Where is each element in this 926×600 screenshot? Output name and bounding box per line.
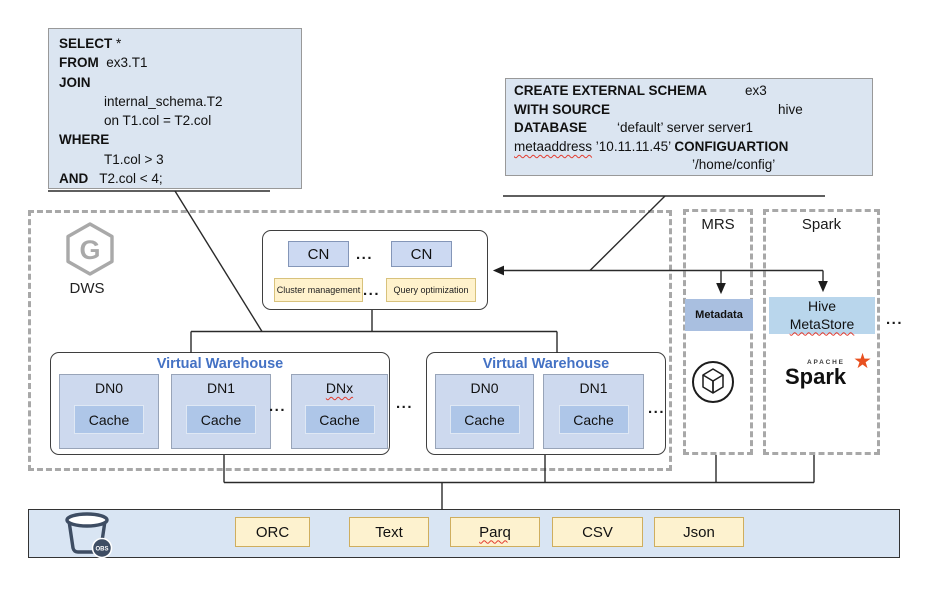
format-box-orc: ORC xyxy=(235,517,310,547)
dn-label: DNx xyxy=(325,380,354,396)
ellipsis: ... xyxy=(269,398,287,415)
dn-node: DNx Cache xyxy=(291,374,388,449)
sql-keyword: AND xyxy=(59,171,89,187)
sql-keyword: CREATE EXTERNAL SCHEMA xyxy=(514,83,708,98)
sql-text: on T1.col = T2.col xyxy=(104,113,212,129)
virtual-warehouse-title: Virtual Warehouse xyxy=(156,356,284,372)
hive-line: MetaStore xyxy=(789,315,855,332)
format-label: Json xyxy=(683,523,715,541)
sql-keyword: WITH SOURCE xyxy=(514,101,610,117)
svg-text:OBS: OBS xyxy=(95,547,108,553)
format-label: Parq xyxy=(479,523,511,541)
hive-line: Hive xyxy=(807,298,836,314)
spark-container xyxy=(763,209,880,455)
sql-text: ex3.T1 xyxy=(98,55,148,71)
sql-keyword: JOIN xyxy=(59,74,91,90)
sql-line: internal_schema.T2 xyxy=(59,92,301,111)
obs-storage-bar: OBS ORC Text Parq CSV Json xyxy=(28,509,900,558)
dn-node: DN0 Cache xyxy=(435,374,534,449)
sql-line: DATABASE ‘default’ server server1 xyxy=(514,119,872,138)
sql-line: T1.col > 3 xyxy=(59,150,301,169)
ellipsis: ... xyxy=(363,282,381,299)
cache-box: Cache xyxy=(304,405,375,434)
sql-text: T1.col > 3 xyxy=(104,151,164,167)
sql-line: FROM ex3.T1 xyxy=(59,53,301,72)
spark-star-icon: ★ xyxy=(853,350,872,373)
dws-label: DWS xyxy=(69,280,105,297)
format-label: CSV xyxy=(582,523,613,541)
cache-box: Cache xyxy=(449,405,520,434)
svg-text:G: G xyxy=(79,235,100,265)
sql-text: hive xyxy=(778,101,803,117)
format-box-csv: CSV xyxy=(552,517,643,547)
sql-line: SELECT * xyxy=(59,34,301,53)
sql-text: ‘default’ server server1 xyxy=(617,120,754,136)
dws-gaussdb-logo-icon: G xyxy=(66,222,114,276)
spark-title: Spark xyxy=(801,216,842,233)
sql-schema-box-right: CREATE EXTERNAL SCHEMA ex3 WITH SOURCE hiv… xyxy=(505,78,873,176)
apache-spark-logo: APACHE Spark ★ xyxy=(780,350,872,401)
format-label: Text xyxy=(375,523,403,541)
format-box-parq: Parq xyxy=(450,517,540,547)
obs-bucket-icon: OBS xyxy=(65,512,113,558)
sql-text: ’10.11.11.45’ xyxy=(592,138,675,154)
cn-node: CN xyxy=(288,241,349,267)
sql-query-box-left: SELECT * FROM ex3.T1 JOIN internal_schem… xyxy=(48,28,302,189)
hive-metastore-box: Hive MetaStore xyxy=(769,297,875,334)
ellipsis: ... xyxy=(356,246,374,263)
ellipsis: ... xyxy=(886,311,904,328)
cn-node: CN xyxy=(391,241,452,267)
sql-line: metaaddress ’10.11.11.45’ CONFIGUARTION xyxy=(514,138,872,157)
dn-label: DN0 xyxy=(94,380,123,396)
sql-line: JOIN xyxy=(59,73,301,92)
sql-keyword: FROM xyxy=(59,55,99,71)
spark-wordmark: Spark xyxy=(785,364,847,389)
ellipsis: ... xyxy=(648,400,666,417)
sql-text: ’/home/config’ xyxy=(692,157,776,173)
mrs-title: MRS xyxy=(701,216,735,233)
format-box-text: Text xyxy=(349,517,429,547)
dn-label: DN1 xyxy=(579,380,608,396)
cache-box: Cache xyxy=(74,405,144,434)
mrs-cube-icon xyxy=(692,361,734,403)
sql-line: CREATE EXTERNAL SCHEMA ex3 xyxy=(514,82,872,101)
dn-label: DN0 xyxy=(470,380,499,396)
cache-box: Cache xyxy=(186,405,256,434)
sql-line: WHERE xyxy=(59,130,301,149)
sql-text: metaaddress xyxy=(514,138,593,154)
sql-keyword: DATABASE xyxy=(514,120,587,136)
sql-line: WITH SOURCE hive xyxy=(514,101,872,120)
sql-text: internal_schema.T2 xyxy=(104,93,223,109)
sql-line: AND T2.col < 4; xyxy=(59,169,301,188)
ellipsis: ... xyxy=(396,395,414,412)
query-optimization-box: Query optimization xyxy=(386,278,476,302)
sql-keyword: CONFIGUARTION xyxy=(674,138,789,154)
sql-keyword: WHERE xyxy=(59,132,110,148)
apache-text: APACHE xyxy=(807,359,845,366)
dn-node: DN0 Cache xyxy=(59,374,159,449)
dn-node: DN1 Cache xyxy=(543,374,644,449)
sql-line: on T1.col = T2.col xyxy=(59,111,301,130)
sql-text: ex3 xyxy=(745,83,767,98)
sql-text: T2.col < 4; xyxy=(88,171,163,187)
sql-line: ’/home/config’ xyxy=(514,156,872,175)
cluster-management-box: Cluster management xyxy=(274,278,363,302)
format-label: ORC xyxy=(255,523,290,541)
sql-keyword: SELECT xyxy=(59,36,113,51)
format-box-json: Json xyxy=(654,517,744,547)
dn-node: DN1 Cache xyxy=(171,374,271,449)
virtual-warehouse-title: Virtual Warehouse xyxy=(482,356,610,372)
dn-label: DN1 xyxy=(206,380,235,396)
cache-box: Cache xyxy=(558,405,629,434)
sql-text: * xyxy=(112,36,122,51)
virtual-warehouse-right: Virtual Warehouse DN0 Cache DN1 Cache ..… xyxy=(426,352,666,455)
dws-container xyxy=(28,210,672,471)
virtual-warehouse-left: Virtual Warehouse DN0 Cache DN1 Cache ..… xyxy=(50,352,390,455)
cn-cluster-box: CN ... CN Cluster management ... Query o… xyxy=(262,230,488,310)
mrs-container xyxy=(683,209,753,455)
metadata-box: Metadata xyxy=(685,299,753,331)
